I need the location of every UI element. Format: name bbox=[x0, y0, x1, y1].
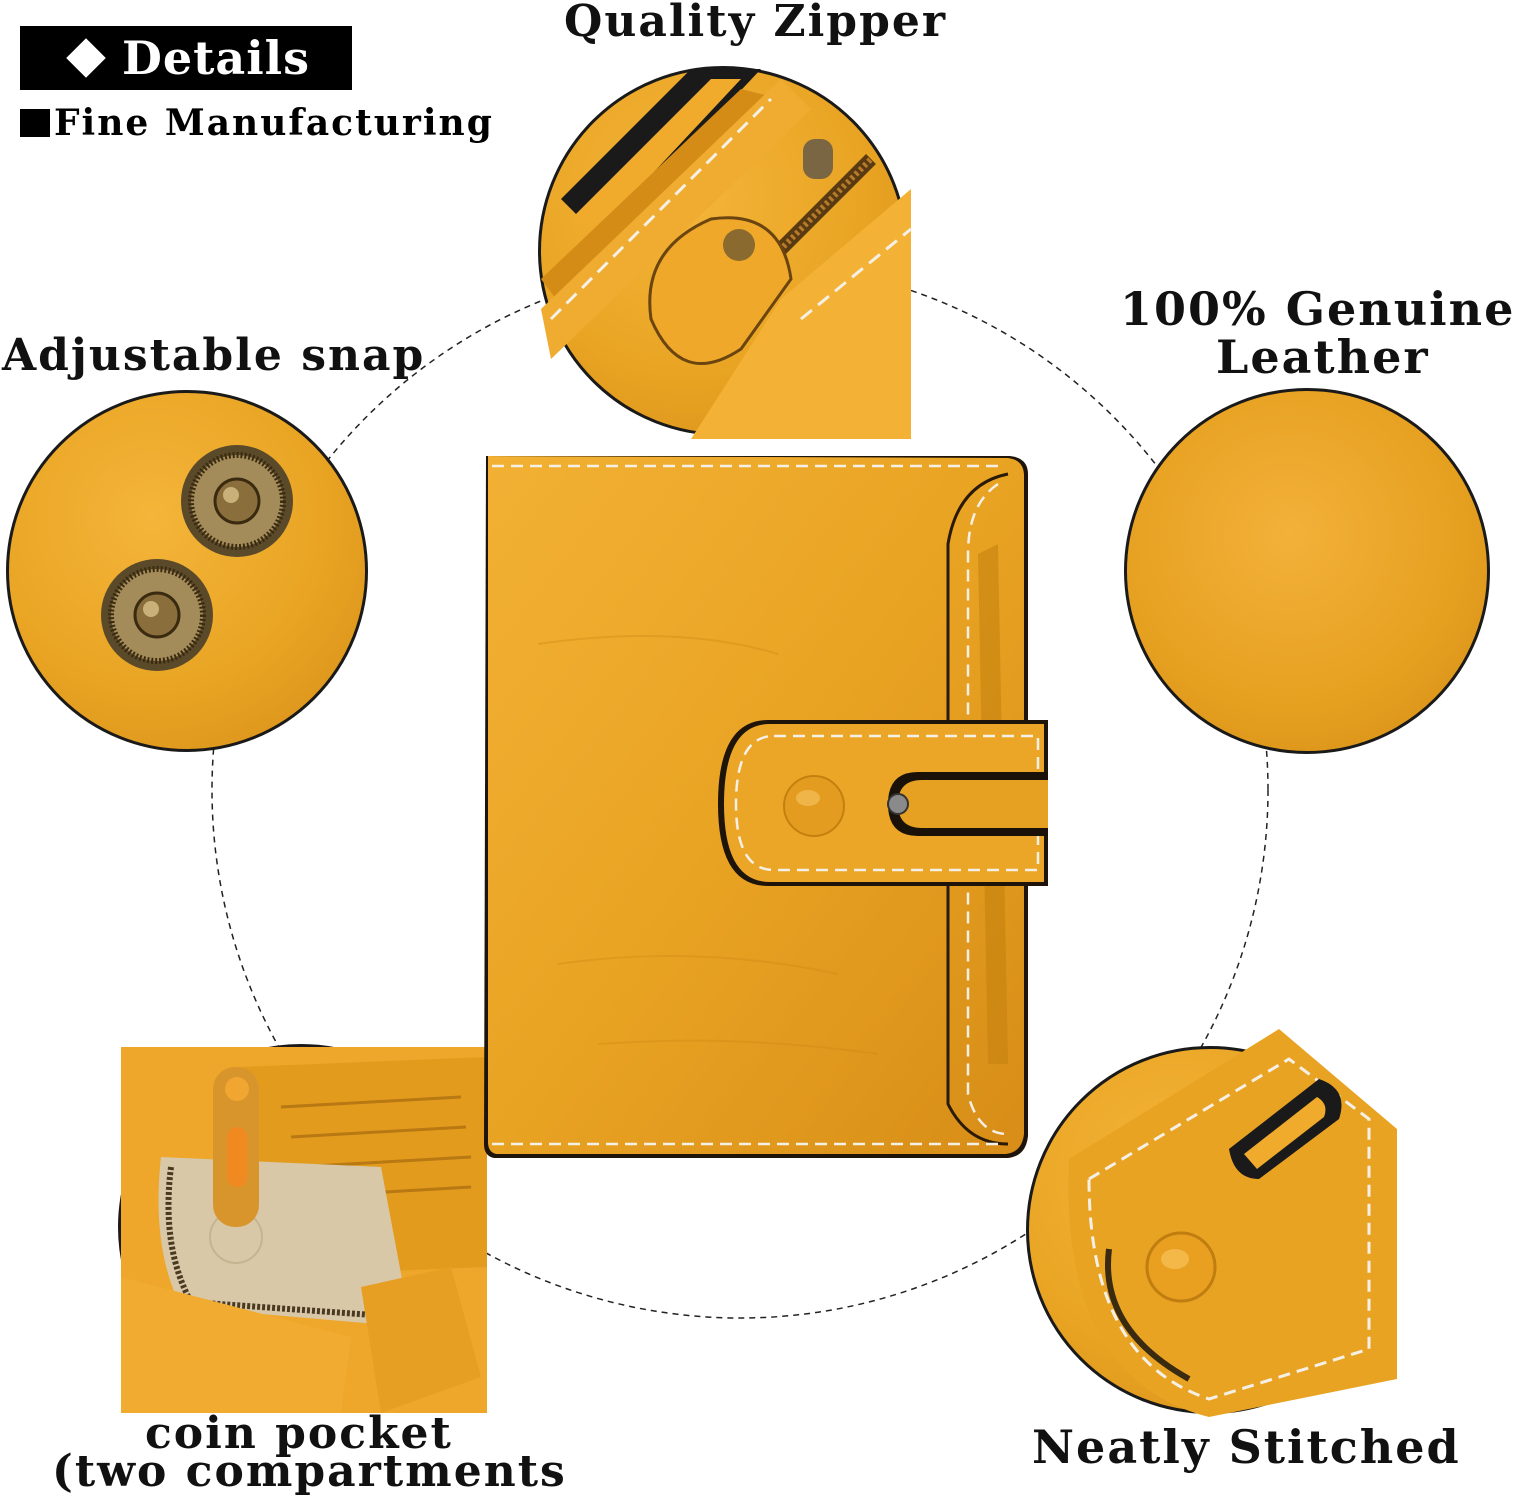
snap-button-icon bbox=[783, 775, 845, 837]
diamond-icon bbox=[66, 38, 106, 78]
details-label: Details bbox=[122, 31, 311, 85]
coin-pocket-image bbox=[121, 1047, 487, 1413]
details-badge: Details bbox=[20, 26, 352, 90]
label-coin-pocket-1: coin pocket bbox=[145, 1408, 453, 1459]
stitch-detail-circle bbox=[1026, 1029, 1397, 1417]
label-adjustable-snap: Adjustable snap bbox=[2, 330, 426, 381]
label-genuine-leather-1: 100% Genuine bbox=[1120, 282, 1515, 336]
snap-stud-icon bbox=[887, 793, 909, 815]
snap-button-1 bbox=[181, 445, 293, 557]
snap-detail-circle bbox=[6, 390, 368, 752]
subtitle: Fine Manufacturing bbox=[20, 102, 494, 144]
label-coin-pocket-2: (two compartments bbox=[52, 1446, 567, 1497]
coin-pocket-detail-circle bbox=[118, 1044, 487, 1413]
square-bullet-icon bbox=[20, 109, 50, 137]
zipper-detail-circle bbox=[538, 66, 912, 439]
subtitle-text: Fine Manufacturing bbox=[54, 102, 494, 144]
snap-button-2 bbox=[101, 559, 213, 671]
wallet-main-image bbox=[484, 456, 1048, 1158]
label-neatly-stitched: Neatly Stitched bbox=[1032, 1420, 1461, 1474]
label-genuine-leather-2: Leather bbox=[1216, 330, 1430, 384]
leather-detail-circle bbox=[1124, 388, 1490, 754]
stitch-detail-image bbox=[1068, 1029, 1397, 1417]
zipper-detail-image bbox=[541, 69, 912, 439]
label-quality-zipper: Quality Zipper bbox=[564, 0, 948, 47]
snap-detail-image bbox=[101, 445, 293, 671]
